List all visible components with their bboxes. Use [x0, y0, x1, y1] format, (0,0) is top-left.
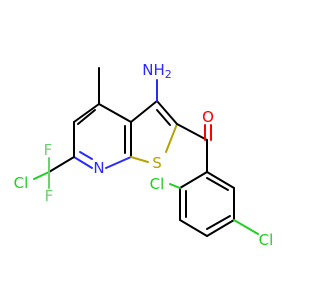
bond-ar6-ar1-double: [206, 177, 229, 191]
bond-c-cl: [33, 171, 50, 180]
chlorine-para-label: Cl: [259, 231, 274, 249]
bond-ar3-ar4: [179, 219, 208, 237]
oxygen-label: O: [202, 108, 214, 126]
bond-c4-c3a: [98, 103, 132, 123]
bond-c3-c2-double: [156, 109, 171, 126]
chlorine-cf2-label: Cl: [14, 174, 29, 192]
bond-ar1-ar2: [179, 171, 208, 189]
bond-ar6-ar1: [206, 171, 235, 189]
bond-c7a-s1: [130, 156, 149, 163]
bond-c6-n7-double: [79, 151, 93, 160]
atom-label-layer: NH2 N S O F F Cl Cl Cl: [14, 61, 274, 249]
bond-ar4-ar5-double: [206, 215, 231, 230]
bond-c3-c2: [156, 100, 178, 125]
bond-c4-c5: [73, 103, 100, 123]
bond-ar2-cl: [169, 183, 181, 189]
bond-ar5-cl: [233, 219, 259, 235]
bond-layer: [33, 67, 259, 237]
bond-n7-c7a: [105, 156, 132, 169]
molecule-svg: NH2 N S O F F Cl Cl Cl: [14, 61, 274, 249]
chlorine-ortho-label: Cl: [150, 175, 165, 193]
bond-ar4-ar5: [206, 219, 235, 237]
fluorine-top-label: F: [44, 141, 53, 159]
bond-c2-carbonyl: [176, 123, 208, 141]
amine-label: NH2: [142, 61, 172, 81]
bond-c6-n7: [73, 156, 93, 169]
bond-c3a-c3: [130, 100, 158, 123]
bond-c4-c5-double: [77, 109, 96, 125]
bond-c2-s1: [165, 123, 178, 153]
molecule-structure-diagram: NH2 N S O F F Cl Cl Cl: [14, 61, 274, 249]
ring-nitrogen-label: N: [93, 159, 104, 177]
bond-c6-cf2cl: [48, 156, 75, 173]
fluorine-bottom-label: F: [45, 187, 54, 205]
sulfur-label: S: [152, 154, 162, 172]
